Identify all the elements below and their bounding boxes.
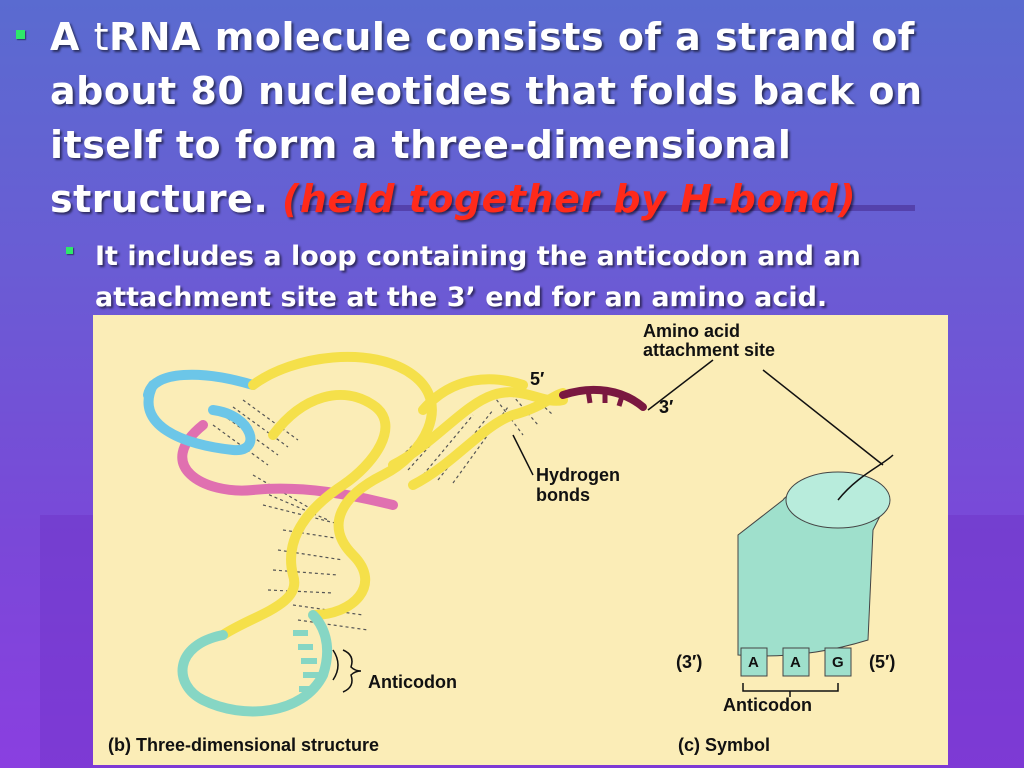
label-base-a1: A — [748, 654, 759, 671]
pointer-lines — [332, 359, 884, 681]
trna-symbol — [737, 454, 894, 697]
sub-bullet-marker-icon — [66, 247, 73, 254]
yellow-strand — [218, 351, 568, 640]
label-base-g: G — [832, 654, 844, 671]
anticodon-loop — [177, 610, 333, 717]
bullet1-part1: A — [50, 15, 94, 59]
label-symbol-3prime: (3′) — [676, 652, 702, 672]
blue-strand — [143, 380, 256, 456]
caption-three-dimensional: (b) Three-dimensional structure — [108, 735, 379, 755]
label-3prime: 3′ — [659, 397, 673, 417]
decorative-rule — [300, 205, 915, 211]
label-hbonds-line2: bonds — [536, 485, 590, 505]
hydrogen-bond-dashes — [212, 386, 554, 631]
main-bullet-text: A tRNA molecule consists of a strand of … — [50, 10, 1010, 226]
sub-bullet-text: It includes a loop containing the antico… — [95, 241, 861, 313]
label-5prime: 5′ — [530, 369, 544, 389]
bullet-marker-icon — [16, 30, 25, 39]
caption-symbol: (c) Symbol — [678, 735, 770, 755]
bullet1-part2: t — [93, 15, 110, 59]
anticodon-bases — [293, 630, 319, 692]
label-base-a2: A — [790, 654, 801, 671]
label-hbonds-line1: Hydrogen — [536, 465, 620, 485]
highlight-text: (held together by H-bond) — [282, 177, 857, 221]
trna-diagram: 5′ 3′ Amino acid attachment site Hydroge… — [108, 321, 895, 755]
three-prime-bases — [585, 389, 626, 407]
label-symbol-5prime: (5′) — [869, 652, 895, 672]
trna-figure: 5′ 3′ Amino acid attachment site Hydroge… — [93, 315, 948, 765]
bullet1-part3: RNA molecule consists of a strand of abo… — [50, 15, 923, 221]
label-amino-line1: Amino acid — [643, 321, 740, 341]
label-amino-line2: attachment site — [643, 340, 775, 360]
anticodon-brace — [342, 649, 362, 693]
label-anticodon-left: Anticodon — [368, 672, 457, 692]
label-anticodon-right: Anticodon — [723, 695, 812, 715]
